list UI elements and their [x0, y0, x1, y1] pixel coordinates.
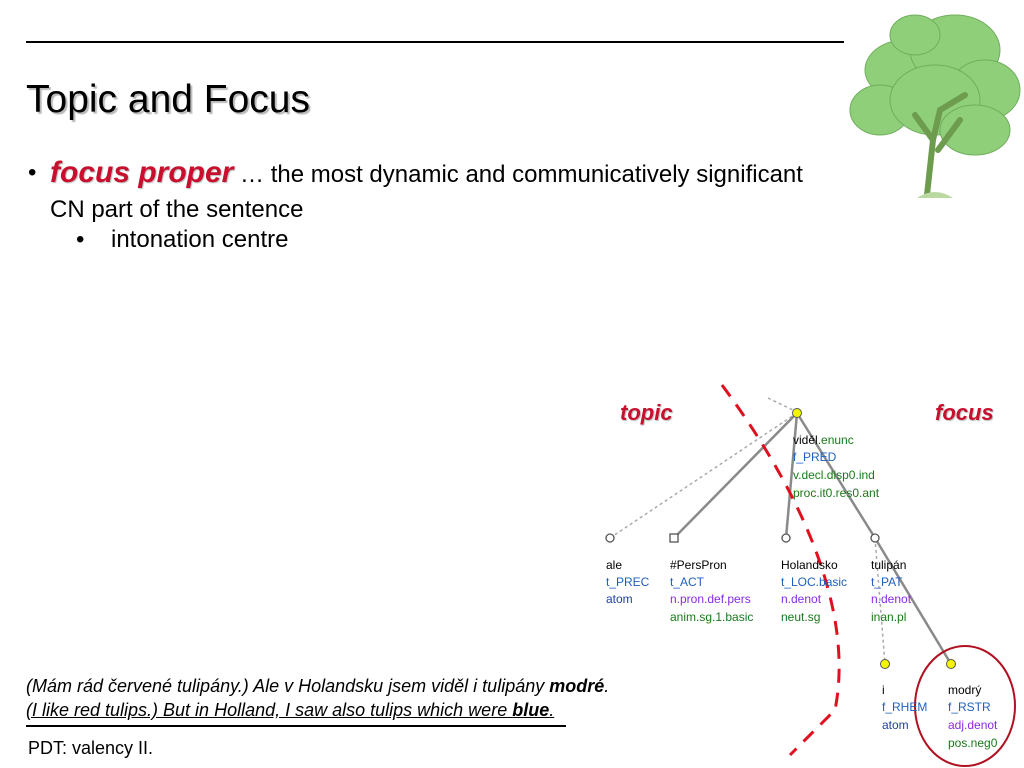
- i-lemma: i: [882, 683, 885, 697]
- footer-text: PDT: valency II.: [28, 738, 154, 758]
- sub-bullet-dot: •: [76, 226, 85, 253]
- topic-label: topic: [620, 400, 673, 425]
- topic-focus-boundary: [720, 384, 841, 757]
- holandsko-lemma: Holandsko: [781, 558, 838, 572]
- perspron-gram: anim.sg.1.basic: [670, 610, 753, 624]
- edge-tulipan-modry: [873, 537, 953, 665]
- sub-bullet: • intonation centre: [76, 226, 288, 254]
- edge-root-ale: [609, 412, 798, 539]
- tulipan-lemma: tulipán: [871, 558, 906, 572]
- modry-functor: f_RSTR: [948, 700, 991, 714]
- focus-proper-term: focus proper: [50, 156, 234, 189]
- focus-label: focus: [935, 400, 994, 425]
- i-type: atom: [882, 718, 909, 732]
- dependency-tree-diagram: viděl.enunc f_PRED v.decl.disp0.ind proc…: [605, 384, 1016, 767]
- root-gram1: v.decl.disp0.ind: [793, 468, 875, 482]
- example-rule: [26, 725, 566, 727]
- tulipan-gram: inan.pl: [871, 610, 906, 624]
- example-sentences: (Mám rád červené tulipány.) Ale v Holand…: [26, 674, 609, 722]
- modry-semantic: adj.denot: [948, 718, 998, 732]
- edge-root-holandsko: [784, 412, 799, 539]
- ale-lemma: ale: [606, 558, 622, 572]
- root-gram2: proc.it0.res0.ant: [793, 486, 880, 500]
- node-ale: [605, 533, 615, 543]
- perspron-functor: t_ACT: [670, 575, 705, 589]
- node-i: [880, 659, 890, 669]
- bullet-dot: •: [28, 159, 37, 186]
- node-modry: [946, 659, 956, 669]
- bullet-focus-proper: • focus proper … the most dynamic and co…: [28, 155, 828, 227]
- holandsko-functor: t_LOC.basic: [781, 575, 847, 589]
- node-root: [792, 408, 802, 418]
- tulipan-semantic: n.denot: [871, 592, 912, 606]
- node-perspron: [669, 533, 679, 543]
- edge-root-perspron: [673, 412, 798, 539]
- top-rule: [26, 41, 844, 43]
- root-functor: f_PRED: [793, 450, 837, 464]
- holandsko-gram: neut.sg: [781, 610, 820, 624]
- edge-root-tulipan: [795, 412, 877, 539]
- slide-title: Topic and Focus: [26, 78, 310, 121]
- i-functor: f_RHEM: [882, 700, 927, 714]
- node-tulipan: [870, 533, 880, 543]
- example-czech: (Mám rád červené tulipány.) Ale v Holand…: [26, 676, 610, 696]
- tulipan-functor: t_PAT: [871, 575, 903, 589]
- focus-ellipse: [914, 645, 1016, 767]
- perspron-semantic: n.pron.def.pers: [670, 592, 751, 606]
- perspron-lemma: #PersPron: [670, 558, 727, 572]
- bullet-text: focus proper … the most dynamic and comm…: [28, 155, 828, 227]
- holandsko-semantic: n.denot: [781, 592, 822, 606]
- sub-bullet-text: intonation centre: [111, 226, 289, 253]
- example-english: (I like red tulips.) But in Holland, I s…: [26, 700, 555, 720]
- modry-gram: pos.neg0: [948, 736, 998, 750]
- focus-proper-definition: … the most dynamic and communicatively s…: [50, 161, 803, 223]
- ale-type: atom: [606, 592, 633, 606]
- modry-lemma: modrý: [948, 683, 981, 697]
- root-lemma: viděl.enunc: [793, 433, 854, 447]
- ale-functor: t_PREC: [606, 575, 650, 589]
- node-holandsko: [781, 533, 791, 543]
- edge-dotted-top: [767, 397, 798, 413]
- tree-logo-icon: [849, 14, 1021, 198]
